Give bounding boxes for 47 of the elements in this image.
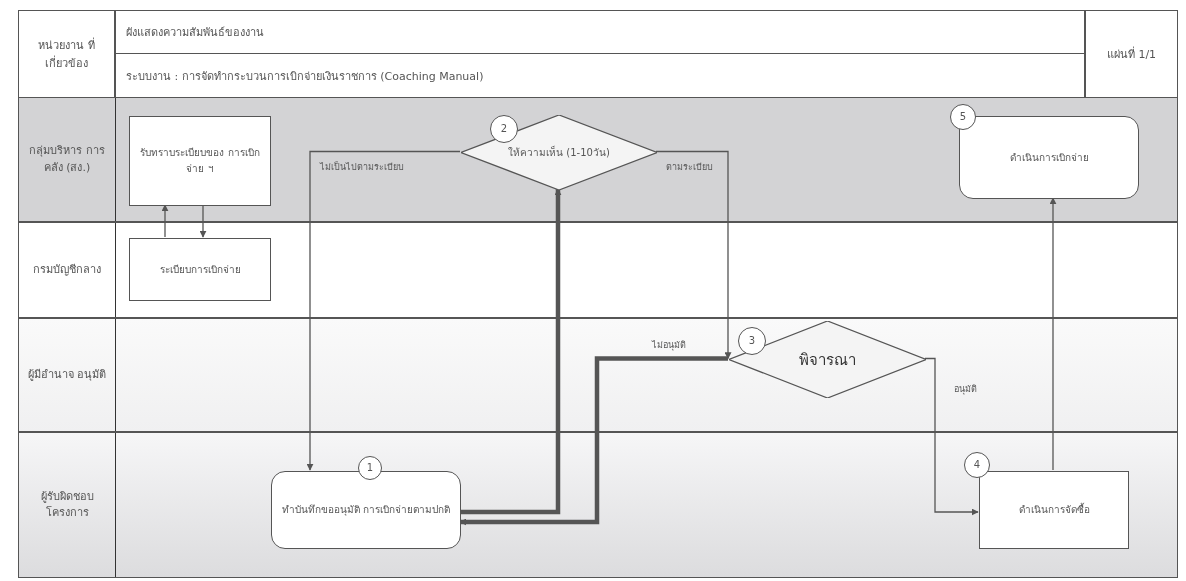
swimlane bbox=[18, 97, 1178, 222]
step-number: 2 bbox=[500, 122, 508, 136]
node-text: ดำเนินการเบิกจ่าย bbox=[1008, 150, 1090, 165]
lane-label: ผู้รับผิดชอบ โครงการ bbox=[39, 488, 95, 521]
node-text: ให้ความเห็น (1-10วัน) bbox=[507, 144, 611, 160]
edge-label: ไม่อนุมัติ bbox=[650, 339, 687, 352]
step-number: 4 bbox=[973, 458, 981, 472]
arrow bbox=[199, 204, 207, 238]
step-number-circle bbox=[738, 327, 766, 355]
edge-label: อนุมัติ bbox=[953, 383, 978, 396]
step-number: 1 bbox=[366, 461, 374, 475]
node-text: ทำบันทึกขออนุมัติ การเบิกจ่ายตามปกติ bbox=[280, 503, 452, 518]
rounded-process-box bbox=[271, 471, 461, 549]
page-number: แผ่นที่ 1/1 bbox=[1106, 45, 1157, 63]
process-box bbox=[129, 238, 271, 301]
node-text: รับทราบระเบียบของ การเบิกจ่าย ฯ bbox=[139, 146, 261, 176]
edge-label: ตามระเบียบ bbox=[665, 161, 714, 174]
step-number-circle bbox=[490, 115, 518, 143]
node-text: พิจารณา bbox=[798, 349, 857, 371]
swimlane bbox=[18, 318, 1178, 432]
decision-diamond bbox=[729, 321, 926, 398]
system-name: ระบบงาน : การจัดทำกระบวนการเบิกจ่ายเงินราชการ (Coaching Manual) bbox=[126, 68, 484, 85]
swimlane bbox=[18, 222, 1178, 318]
arrow bbox=[655, 150, 732, 360]
lane-label: ผู้มีอำนาจ อนุมัติ bbox=[26, 366, 108, 383]
process-box bbox=[979, 471, 1129, 549]
arrow bbox=[924, 357, 979, 516]
lane-label: กลุ่มบริหาร การคลัง (สง.) bbox=[28, 143, 106, 176]
arrow bbox=[460, 188, 562, 515]
step-number: 3 bbox=[748, 334, 756, 348]
arrow bbox=[459, 356, 728, 526]
process-box bbox=[129, 116, 271, 206]
step-number-circle bbox=[950, 104, 976, 130]
step-number-circle bbox=[358, 456, 382, 480]
swimlane bbox=[18, 432, 1178, 578]
arrow bbox=[161, 204, 169, 238]
arrow bbox=[306, 150, 461, 471]
decision-diamond bbox=[461, 115, 657, 190]
diagram-title: ผังแสดงความสัมพันธ์ของงาน bbox=[126, 25, 264, 41]
node-text: ดำเนินการจัดซื้อ bbox=[1017, 502, 1091, 517]
step-number: 5 bbox=[959, 110, 967, 124]
arrow bbox=[1049, 197, 1057, 471]
step-number-circle bbox=[964, 452, 990, 478]
lane-label: กรมบัญชีกลาง bbox=[32, 261, 102, 278]
edge-label: ไม่เป็นไปตามระเบียบ bbox=[318, 160, 405, 174]
header-label: หน่วยงาน ที่เกี่ยวข้อง bbox=[37, 36, 96, 72]
node-text: ระเบียบการเบิกจ่าย bbox=[158, 262, 242, 277]
